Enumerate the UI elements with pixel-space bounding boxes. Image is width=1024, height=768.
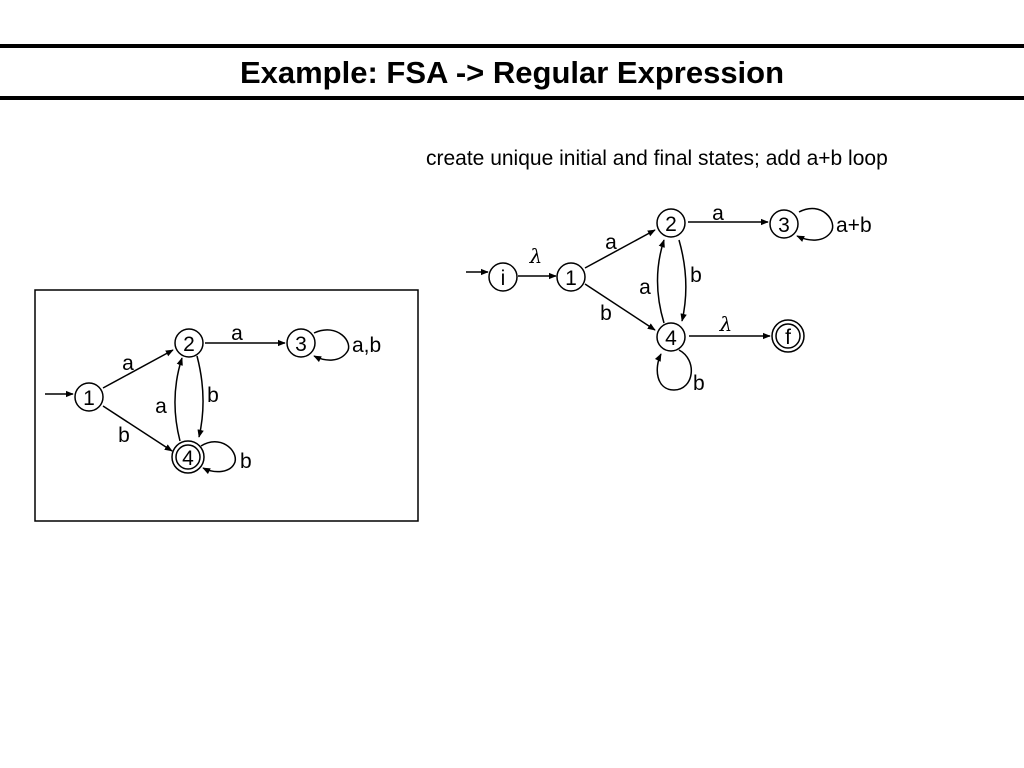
left-label-1-2: a bbox=[122, 352, 134, 375]
right-loop-4 bbox=[654, 349, 693, 391]
left-label-2-3: a bbox=[231, 322, 243, 345]
right-label-loop-4: b bbox=[693, 372, 705, 395]
title-rule-top bbox=[0, 44, 1024, 48]
right-edge-4-2 bbox=[656, 239, 665, 324]
right-state-2: 2 bbox=[656, 208, 686, 238]
left-state-2-label: 2 bbox=[183, 333, 195, 356]
title-rule-bottom bbox=[0, 96, 1024, 100]
left-loop-3 bbox=[313, 329, 350, 363]
right-loop-3 bbox=[796, 207, 834, 242]
left-edge-4-2 bbox=[174, 357, 183, 442]
right-label-2-4: b bbox=[690, 264, 702, 287]
left-state-1: 1 bbox=[74, 382, 104, 412]
right-state-2-label: 2 bbox=[665, 213, 677, 236]
right-label-i-1: λ bbox=[529, 244, 543, 268]
right-fsa-diagram: i 1 2 3 4 f λ a b a b a a+b b λ bbox=[466, 202, 872, 395]
slide-title: Example: FSA -> Regular Expression bbox=[239, 55, 785, 90]
right-diagram-caption: create unique initial and final states; … bbox=[426, 147, 888, 170]
left-state-2: 2 bbox=[174, 328, 204, 358]
right-state-f-final: f bbox=[771, 319, 805, 353]
right-state-4-label: 4 bbox=[665, 327, 677, 350]
right-state-f-label: f bbox=[785, 326, 791, 349]
right-state-3-label: 3 bbox=[778, 214, 790, 237]
left-label-2-4: b bbox=[207, 384, 219, 407]
left-fsa-diagram: 1 2 3 4 a b a b a a,b b bbox=[34, 289, 419, 522]
left-edge-1-4 bbox=[102, 405, 173, 452]
left-state-3-label: 3 bbox=[295, 333, 307, 356]
left-state-4-label: 4 bbox=[182, 447, 194, 470]
left-edge-1-2 bbox=[102, 349, 174, 389]
left-diagram-frame bbox=[34, 289, 419, 522]
right-edge-1-4 bbox=[584, 283, 656, 331]
left-label-loop-3: a,b bbox=[352, 334, 381, 357]
right-state-1-label: 1 bbox=[565, 267, 577, 290]
right-label-4-2: a bbox=[639, 276, 651, 299]
right-label-1-4: b bbox=[600, 302, 612, 325]
left-state-4-final: 4 bbox=[171, 440, 205, 474]
left-label-4-2: a bbox=[155, 395, 167, 418]
right-state-1: 1 bbox=[556, 262, 586, 292]
right-state-i: i bbox=[488, 262, 518, 292]
right-label-4-f: λ bbox=[719, 312, 733, 336]
right-edge-2-4 bbox=[678, 239, 687, 322]
right-edge-1-2 bbox=[584, 229, 656, 269]
right-state-i-label: i bbox=[501, 267, 506, 290]
right-state-4: 4 bbox=[656, 322, 686, 352]
left-label-1-4: b bbox=[118, 424, 130, 447]
left-edge-2-4 bbox=[196, 355, 204, 438]
left-loop-4 bbox=[200, 441, 236, 475]
left-state-3: 3 bbox=[286, 328, 316, 358]
left-label-loop-4: b bbox=[240, 450, 252, 473]
right-label-loop-3: a+b bbox=[836, 214, 872, 237]
right-label-2-3: a bbox=[712, 202, 724, 225]
left-state-1-label: 1 bbox=[83, 387, 95, 410]
right-state-3: 3 bbox=[769, 209, 799, 239]
right-label-1-2: a bbox=[605, 231, 617, 254]
